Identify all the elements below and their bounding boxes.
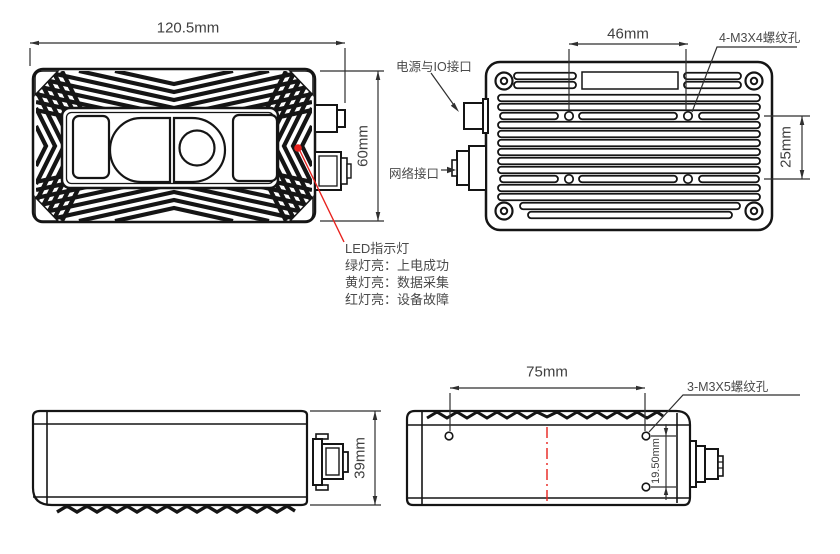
dim-rear-row-spacing: 25mm <box>777 126 795 168</box>
left-side-view-drawing <box>31 409 349 514</box>
dim-front-width: 120.5mm <box>156 19 220 37</box>
thread-holes-leader-rear <box>691 46 797 113</box>
label-network: 网络接口 <box>389 167 440 181</box>
led-note-green: 绿灯亮：上电成功 <box>345 258 450 273</box>
top-texture-zigzag <box>426 410 664 420</box>
front-side-connectors <box>314 104 352 191</box>
side-connector <box>312 433 349 491</box>
heatsink-slots <box>497 71 761 220</box>
front-view-dimensions <box>29 40 384 243</box>
label-rear-thread-holes: 4-M3X4螺纹孔 <box>719 31 801 45</box>
rear-mounting-holes <box>563 110 694 185</box>
camera-lens <box>178 129 216 167</box>
side-connector-right <box>689 440 724 488</box>
led-note-red: 红灯亮：设备故障 <box>345 292 450 307</box>
bottom-texture-zigzag <box>56 504 296 514</box>
led-indicator-dot <box>294 144 302 152</box>
network-connector <box>451 145 487 191</box>
dim-bottom-hole-spacing: 75mm <box>526 363 568 381</box>
left-sensor-window <box>71 114 111 180</box>
corner-screws <box>494 71 764 221</box>
right-sensor-window <box>231 113 279 183</box>
rear-view-drawing <box>451 60 774 232</box>
dim-bottom-hole-offset: 19.50mm <box>650 438 662 484</box>
side-mounting-holes <box>444 431 651 492</box>
network-arrowhead <box>447 166 456 174</box>
projector-window <box>108 116 172 184</box>
dim-rear-hole-spacing: 46mm <box>607 25 649 43</box>
sensor-panel <box>60 106 280 190</box>
led-note: LED指示灯 绿灯亮：上电成功 黄灯亮：数据采集 红灯亮：设备故障 <box>345 240 449 308</box>
dim-side-height: 39mm <box>351 437 369 479</box>
right-side-dimensions <box>449 385 800 500</box>
front-view-drawing <box>31 67 352 224</box>
label-power-io: 电源与IO接口 <box>396 60 472 74</box>
left-side-dimensions <box>310 410 381 506</box>
rear-view-dimensions <box>430 41 810 180</box>
nameplate-area <box>581 71 679 90</box>
power-io-connector <box>463 98 489 134</box>
label-bottom-thread-holes: 3-M3X5螺纹孔 <box>687 380 769 394</box>
dim-front-height: 60mm <box>354 125 372 167</box>
led-leader-line <box>299 150 345 243</box>
thread-holes-leader-side <box>648 394 800 433</box>
power-io-arrow-line <box>430 72 457 109</box>
led-note-yellow: 黄灯亮：数据采集 <box>345 275 450 290</box>
led-note-title: LED指示灯 <box>345 241 410 256</box>
right-side-view-drawing <box>405 409 724 507</box>
